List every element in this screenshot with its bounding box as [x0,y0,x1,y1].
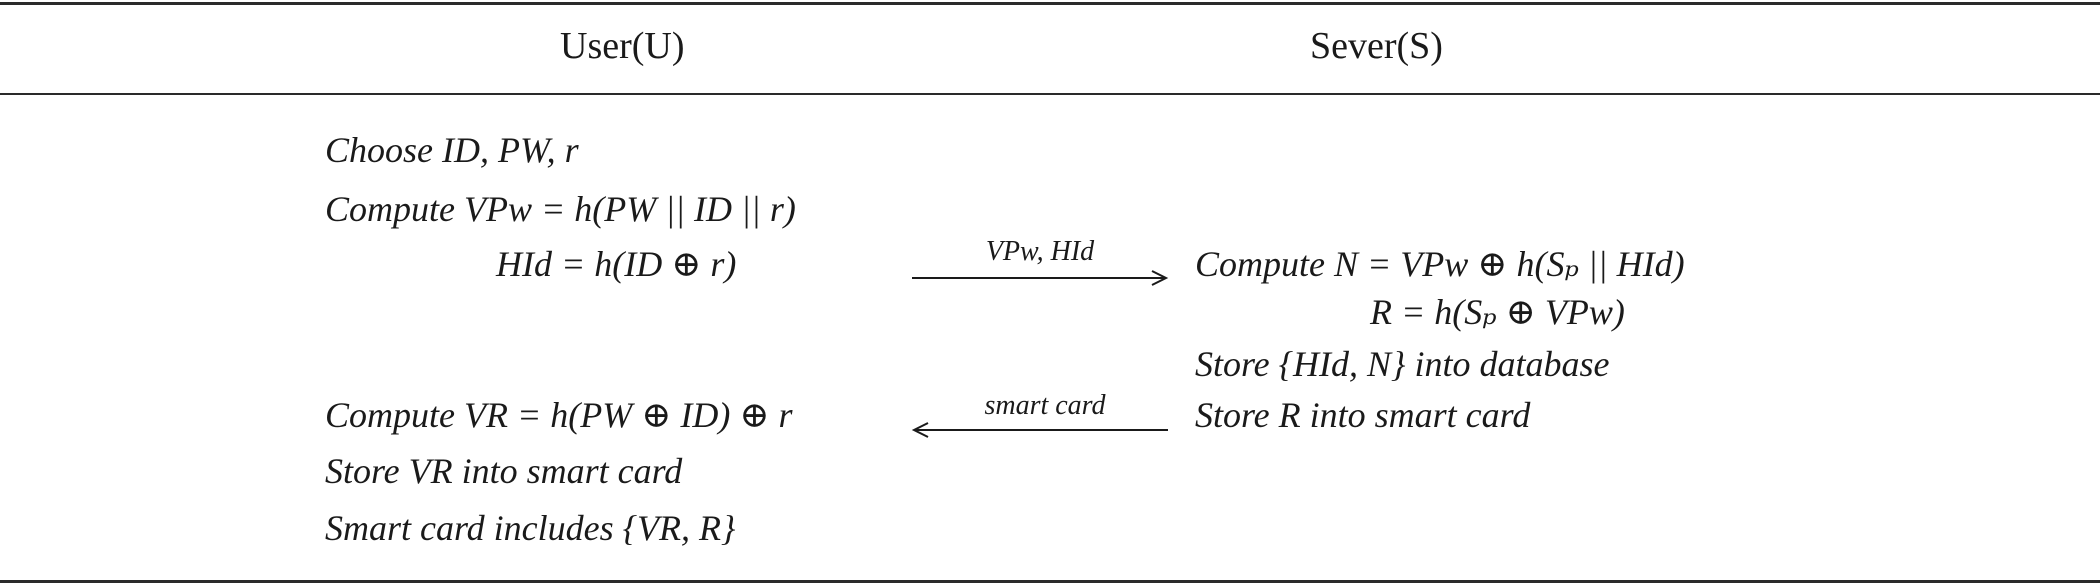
user-step-compute-vr: Compute VR = h(PW ⊕ ID) ⊕ r [325,395,793,435]
user-step-store-vr: Store VR into smart card [325,451,683,491]
user-step-hid: HId = h(ID ⊕ r) [496,244,737,284]
server-step-store-card: Store R into smart card [1195,395,1531,435]
user-step-card-includes: Smart card includes {VR, R} [325,508,736,548]
right-arrow-icon [912,270,1169,286]
user-column-header: User(U) [560,25,685,67]
top-rule [0,2,2100,5]
server-step-compute-n: Compute N = VPw ⊕ h(Sₚ || HId) [1195,244,1685,284]
left-arrow-icon [911,422,1168,438]
message-label-vpw-hid: VPw, HId [985,236,1095,267]
user-step-compute-vpw: Compute VPw = h(PW || ID || r) [325,189,796,229]
server-step-store-db: Store {HId, N} into database [1195,344,1610,384]
bottom-rule [0,580,2100,583]
header-rule [0,93,2100,95]
server-step-r-value: R = h(Sₚ ⊕ VPw) [1370,292,1625,332]
message-label-smart-card: smart card [984,390,1106,421]
server-column-header: Sever(S) [1310,25,1443,67]
user-step-choose: Choose ID, PW, r [325,130,579,170]
